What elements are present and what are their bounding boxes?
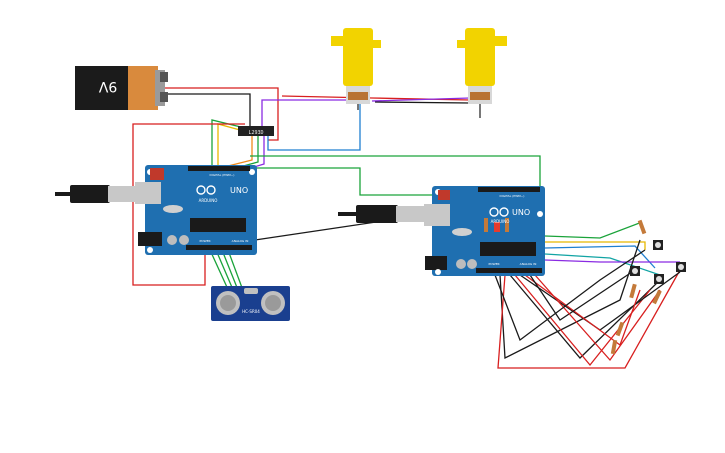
wire-web-black-5[interactable]	[494, 249, 646, 342]
sensor-model: HC-SR04	[242, 309, 260, 314]
resistors	[610, 219, 662, 355]
wire-btn-teal[interactable]	[544, 253, 661, 276]
arduino-left-power: POWER	[199, 239, 210, 243]
arduino-left-brand: ARDUINO	[199, 198, 218, 203]
arduino-left-logo-icon	[196, 185, 216, 195]
wire-web-red-1[interactable]	[497, 269, 681, 369]
wire-motor1-blue[interactable]	[267, 104, 361, 151]
wire-motor1-purple[interactable]	[261, 99, 350, 128]
battery-9v[interactable]: 9V	[75, 66, 168, 110]
resistor-5[interactable]	[610, 339, 618, 355]
dc-motor-1[interactable]	[331, 28, 381, 110]
ultrasonic-sensor[interactable]: HC-SR04	[211, 286, 290, 321]
wire-battery-red[interactable]	[165, 87, 279, 141]
arduino-right-brand: ARDUINO	[491, 219, 510, 224]
arduino-uno-right[interactable]: ARDUINO UNO DIGITAL (PWM~) ANALOG IN POW…	[338, 186, 545, 276]
arduino-right-power: POWER	[488, 262, 499, 266]
arduino-right-logo-icon	[489, 207, 509, 217]
push-button-4[interactable]	[654, 274, 664, 284]
wire-web-black-4[interactable]	[529, 269, 636, 321]
wire-power-red-loop[interactable]	[132, 123, 245, 286]
battery-label: 9V	[98, 78, 117, 94]
wires	[132, 87, 681, 369]
arduino-right-model: UNO	[512, 208, 530, 217]
wire-btn-green[interactable]	[544, 221, 643, 239]
push-button-1[interactable]	[653, 240, 663, 250]
wire-driver-yellow[interactable]	[217, 123, 241, 170]
resistor-4[interactable]	[615, 321, 625, 337]
driver-label: L293D	[248, 130, 263, 136]
arduino-left-model: UNO	[230, 186, 248, 195]
resistor-1[interactable]	[637, 219, 647, 235]
push-button-3[interactable]	[676, 262, 686, 272]
wire-green-link-1[interactable]	[250, 155, 541, 190]
push-button-2[interactable]	[630, 266, 640, 276]
wire-green-link-2[interactable]	[245, 167, 490, 196]
wire-motor2-purple[interactable]	[371, 97, 471, 102]
arduino-uno-left[interactable]: ARDUINO UNO DIGITAL (PWM~) ANALOG IN POW…	[55, 165, 257, 255]
arduino-right-analog: ANALOG IN	[520, 262, 537, 266]
resistor-3[interactable]	[652, 289, 662, 305]
resistor-2[interactable]	[629, 283, 637, 299]
wire-btn-blue[interactable]	[544, 245, 656, 269]
wire-web-red-3[interactable]	[524, 274, 641, 347]
wire-web-red-2[interactable]	[514, 274, 651, 367]
wire-driver-green-1[interactable]	[211, 119, 246, 170]
arduino-right-digital: DIGITAL (PWM~)	[500, 194, 525, 198]
dc-motor-2[interactable]	[457, 28, 507, 118]
wire-btn-purple[interactable]	[544, 259, 680, 263]
arduino-left-analog: ANALOG IN	[232, 239, 249, 243]
wire-driver-orange[interactable]	[227, 134, 253, 167]
arduino-left-digital: DIGITAL (PWM~)	[210, 173, 235, 177]
motor-driver-ic[interactable]: L293D	[238, 126, 274, 136]
wire-btn-yellow[interactable]	[545, 241, 646, 250]
wire-motor2-black[interactable]	[374, 101, 471, 104]
wire-battery-black[interactable]	[165, 93, 251, 128]
wire-web-red-4[interactable]	[534, 274, 661, 362]
